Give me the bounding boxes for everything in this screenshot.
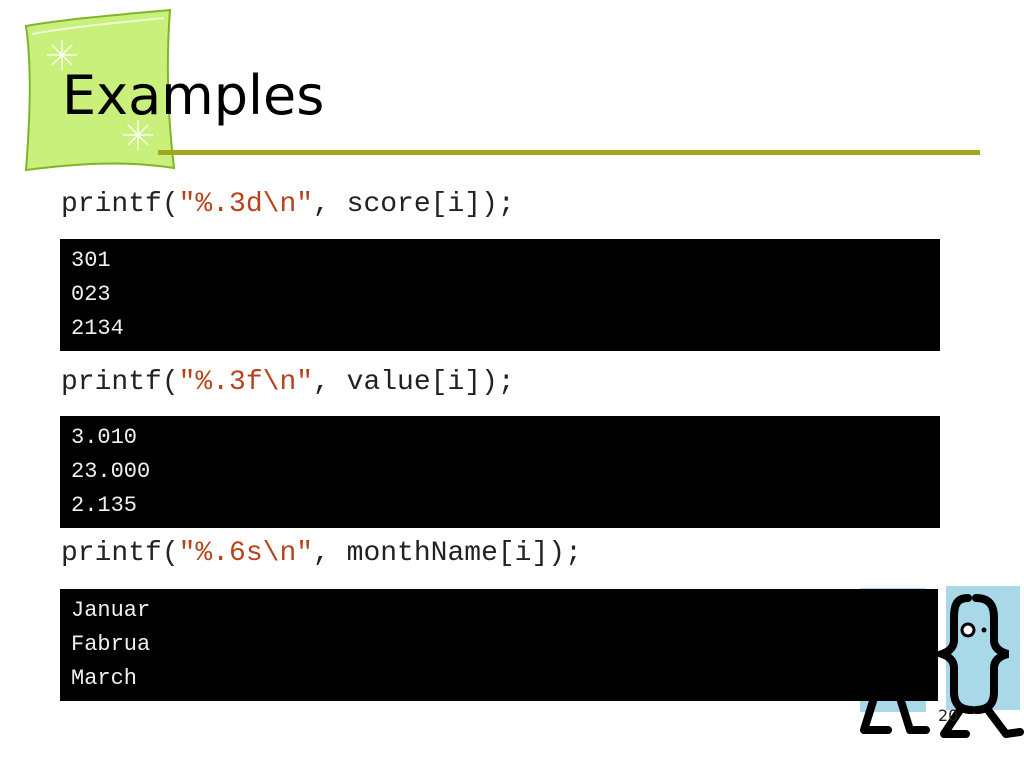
code-prefix: printf( <box>61 538 179 569</box>
output-line: 3.010 <box>71 425 138 450</box>
console-output-1: 301 023 2134 <box>60 239 940 351</box>
console-output-3: Januar Fabrua March <box>60 589 938 701</box>
code-line-1: printf("%.3d\n", score[i]); <box>61 188 515 222</box>
format-string: "%.3f\n" <box>178 367 314 398</box>
output-line: March <box>71 666 138 691</box>
page-number: 20 <box>938 706 959 725</box>
output-line: 23.000 <box>71 459 151 484</box>
code-prefix: printf( <box>61 189 179 220</box>
output-line: 2.135 <box>71 493 138 518</box>
title-underline <box>158 150 980 155</box>
format-string: "%.3d\n" <box>178 189 314 220</box>
output-line: 301 <box>71 248 111 273</box>
code-suffix: , score[i]); <box>313 189 515 220</box>
code-prefix: printf( <box>61 367 179 398</box>
title-card-decoration <box>24 8 176 172</box>
output-line: 2134 <box>71 316 124 341</box>
output-line: Fabrua <box>71 632 151 657</box>
code-suffix: , monthName[i]); <box>313 538 582 569</box>
code-line-3: printf("%.6s\n", monthName[i]); <box>61 537 582 571</box>
code-suffix: , value[i]); <box>313 367 515 398</box>
slide-title: Examples <box>62 64 325 127</box>
code-line-2: printf("%.3f\n", value[i]); <box>61 366 515 400</box>
format-string: "%.6s\n" <box>178 538 314 569</box>
console-output-2: 3.010 23.000 2.135 <box>60 416 940 528</box>
output-line: 023 <box>71 282 111 307</box>
output-line: Januar <box>71 598 151 623</box>
